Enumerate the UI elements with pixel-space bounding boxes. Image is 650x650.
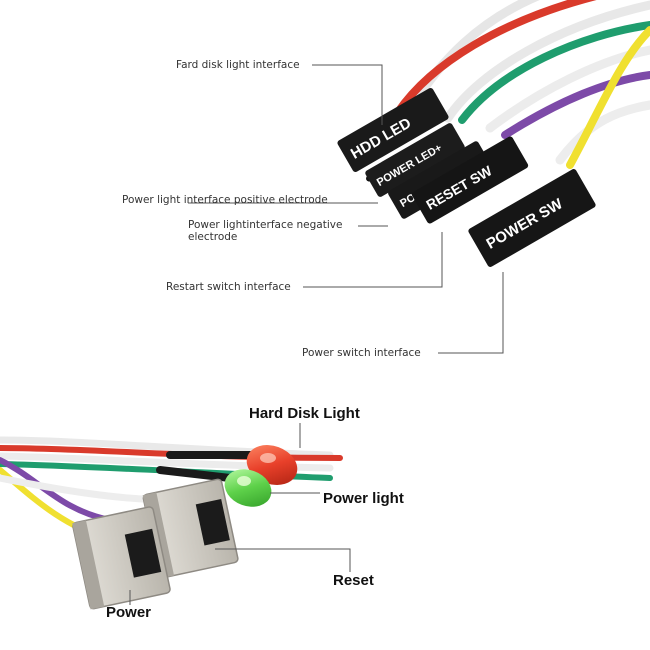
power-led: [224, 469, 272, 507]
leader-hdd: [312, 64, 383, 125]
callout-hdd-light-interface: Fard disk light interface: [176, 59, 300, 71]
white-wire-top-1: [405, 0, 540, 115]
power-switch: [72, 506, 171, 610]
leader-reset: [215, 548, 351, 572]
led-leads: [156, 451, 254, 482]
leader-power-sw: [438, 272, 504, 354]
callout-power-light-negative: Power lightinterface negative electrode: [188, 219, 343, 243]
callout-restart-switch: Restart switch interface: [166, 281, 291, 293]
white-wire-top-2: [443, 0, 650, 123]
callout-power-light-positive: Power light interface positive electrode: [122, 194, 328, 206]
top-wire-bundle: [394, 0, 650, 169]
label-power-light: Power light: [323, 490, 404, 507]
green-wire: [458, 21, 650, 124]
purple-wire-b: [0, 457, 113, 523]
red-wire: [394, 0, 597, 116]
bottom-callout-lines: [129, 423, 351, 605]
callout-power-switch: Power switch interface: [302, 347, 421, 359]
purple-wire: [501, 71, 650, 139]
leader-restart: [303, 232, 443, 288]
yellow-wire: [566, 26, 650, 169]
label-power: Power: [106, 604, 152, 621]
white-wire-top-4: [555, 100, 650, 165]
label-hard-disk-light: Hard Disk Light: [249, 405, 360, 422]
label-reset: Reset: [333, 572, 374, 589]
top-callout-lines: [188, 64, 504, 354]
